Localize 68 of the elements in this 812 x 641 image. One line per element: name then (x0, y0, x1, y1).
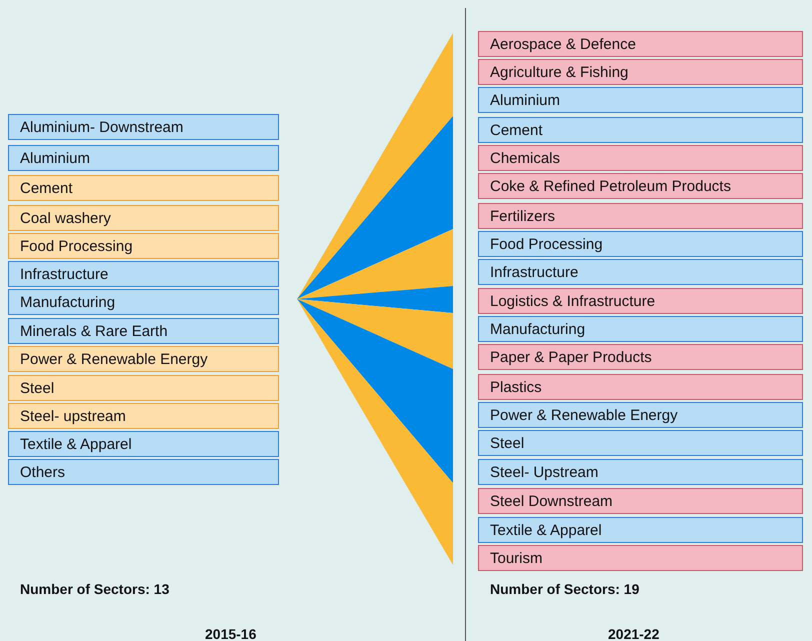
sector-name: Food Processing (490, 236, 603, 252)
sector-box (8, 233, 279, 259)
sector-name: Plastics (490, 378, 542, 396)
sector-box (8, 375, 279, 401)
sector-name: Manufacturing (490, 320, 586, 338)
sector-name: Paper & Paper Products (490, 348, 652, 366)
sector-box (8, 459, 279, 485)
sector-box (478, 344, 803, 370)
sector-box (8, 261, 279, 287)
sector-name: Aluminium (20, 150, 90, 166)
sector-name: Minerals & Rare Earth (20, 322, 168, 340)
sector-count: Number of Sectors: 13 (20, 581, 170, 597)
sector-box (478, 117, 803, 143)
sector-box (478, 517, 803, 543)
sector-box (478, 259, 803, 285)
sector-name: Steel (20, 380, 54, 396)
sector-name: Steel Downstream (490, 492, 613, 510)
sector-name: Textile & Apparel (20, 436, 132, 452)
sector-box (478, 288, 803, 314)
sector-count: Number of Sectors: 19 (490, 581, 640, 597)
sector-box (478, 430, 803, 456)
sector-name: Coal washery (20, 210, 111, 226)
sector-box (8, 114, 279, 140)
sector-box (8, 145, 279, 171)
period-label: 2015-16 (205, 626, 256, 641)
sector-name: Power & Renewable Energy (20, 350, 208, 368)
sector-name: Power & Renewable Energy (490, 406, 678, 424)
sector-name: Steel- upstream (20, 408, 126, 424)
sector-box (8, 205, 279, 231)
sector-box (478, 87, 803, 113)
sector-name: Manufacturing (20, 294, 116, 310)
sector-box (478, 173, 803, 199)
sector-box (478, 374, 803, 400)
sector-box (8, 346, 279, 372)
sector-name: Logistics & Infrastructure (490, 292, 656, 310)
sector-name: Chemicals (490, 150, 560, 166)
sector-name: Steel- Upstream (490, 464, 598, 480)
sector-name: Fertilizers (490, 208, 556, 224)
sector-name: Aerospace & Defence (490, 36, 636, 52)
sector-name: Infrastructure (490, 264, 578, 280)
sector-name: Aluminium (490, 92, 560, 108)
sector-box (478, 316, 803, 342)
sector-box (478, 145, 803, 171)
sector-name: Infrastructure (20, 266, 108, 282)
period-label: 2021-22 (608, 626, 660, 641)
sector-box (478, 402, 803, 428)
sector-box (478, 31, 803, 57)
sector-box (8, 318, 279, 344)
sector-box (8, 175, 279, 201)
sector-name: Textile & Apparel (490, 522, 602, 538)
sector-name: Cement (20, 180, 73, 196)
sector-name: Food Processing (20, 238, 133, 254)
sector-box (478, 231, 803, 257)
sector-box (8, 289, 279, 315)
sector-name: Coke & Refined Petroleum Products (490, 178, 731, 194)
sector-name: Steel (490, 434, 524, 452)
sector-name: Agriculture & Fishing (490, 64, 628, 80)
sector-box (478, 488, 803, 514)
sector-box (478, 545, 803, 571)
sector-name: Aluminium- Downstream (20, 118, 184, 136)
sector-box (8, 403, 279, 429)
sector-box (478, 203, 803, 229)
sector-name: Cement (490, 122, 543, 138)
sector-box (478, 459, 803, 485)
sector-name: Others (20, 464, 66, 480)
sector-name: Tourism (490, 550, 543, 566)
sector-box (8, 431, 279, 457)
sector-box (478, 59, 803, 85)
